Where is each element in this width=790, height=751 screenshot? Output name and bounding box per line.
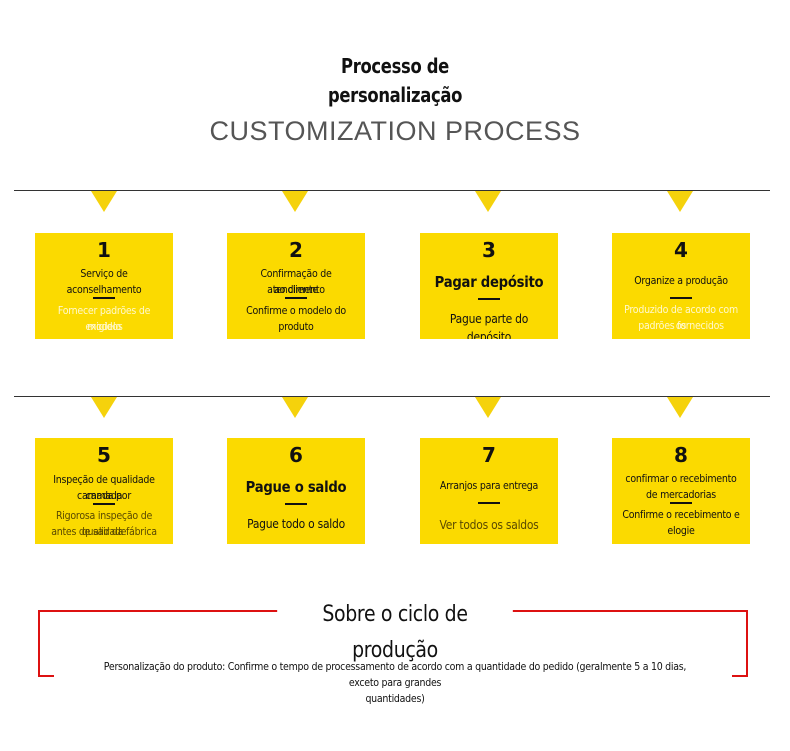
page-title-en: CUSTOMIZATION PROCESS [209,116,581,146]
row1-arrow-3 [475,191,501,212]
step-card-6: 6 Pague o saldo Pague todo o saldo [227,438,365,544]
step-underline [478,298,500,300]
step-card-5: 5 Inspeção de qualidade camada por camad… [35,438,173,544]
cycle-text-line2: quantidades) [365,693,425,705]
step-underline [285,297,307,299]
step-title-line2: camada [85,489,123,502]
row2-arrow-8 [667,397,693,418]
step-number: 6 [289,443,303,467]
step-title-line2: ao cliente [274,283,318,296]
step-title-line2: aconselhamento [66,283,142,296]
step-desc-line1: Confirme o modelo do [246,304,346,317]
cycle-text: Personalização do produto: Confirme o te… [103,659,688,707]
step-card-7: 7 Arranjos para entrega Ver todos os sal… [420,438,558,544]
row2-arrow-7 [475,397,501,418]
step-underline [93,503,115,505]
step-desc-line2: produto [278,320,314,333]
step-desc-line1: Rigorosa inspeção de qualidade [55,509,153,538]
step-card-2: 2 Confirmação de atendimento ao cliente … [227,233,365,339]
step-desc-line2: antes de sair da fábrica [51,525,157,538]
row2-arrow-6 [282,397,308,418]
step-number: 2 [289,238,303,262]
step-number: 4 [674,238,688,262]
title-pt-line1: Processo de [341,54,449,78]
step-underline [670,502,692,504]
step-number: 8 [674,443,688,467]
step-desc-line2: elogie [667,524,695,537]
row2-arrow-5 [91,397,117,418]
step-title-line1: confirmar o recebimento [625,472,737,485]
row2-divider [14,396,770,397]
row1-arrow-4 [667,191,693,212]
step-underline [478,502,500,504]
step-desc-line1: Pague parte do depósito [449,311,529,339]
step-number: 7 [482,443,496,467]
title-pt-line2: personalização [327,83,463,107]
step-title-line1: Confirmação de atendimento [260,267,332,296]
step-underline [93,297,115,299]
row1-arrow-2 [282,191,308,212]
step-title-line1: Pague o saldo [245,478,347,496]
step-desc-line1: Pague todo o saldo [247,516,345,531]
cycle-title: Sobre o ciclo de produção [277,597,513,669]
page-title-pt: Processo de personalização [71,52,719,110]
step-title-line2: de mercadorias [646,488,716,501]
step-number: 3 [482,238,496,262]
step-desc-line1: Ver todos os saldos [439,517,539,532]
frame-corner-left [38,675,54,677]
step-title-line1: Pagar depósito [434,273,544,291]
step-underline [285,503,307,505]
step-card-4: 4 Organize a produção Produzido de acord… [612,233,750,339]
step-card-8: 8 confirmar o recebimento de mercadorias… [612,438,750,544]
row1-divider [14,190,770,191]
cycle-text-line1: Personalização do produto: Confirme o te… [103,661,687,689]
row1-arrow-1 [91,191,117,212]
step-underline [670,297,692,299]
step-number: 5 [97,443,111,467]
step-desc-line2: exigidos [85,320,123,333]
step-desc-line1: Confirme o recebimento e [622,508,740,521]
step-title-line1: Inspeção de qualidade camada por [53,473,155,502]
step-title-line1: Organize a produção [634,274,728,287]
step-title-line1: Arranjos para entrega [439,479,539,492]
step-title-line1: Serviço de [80,267,128,280]
step-desc-line1: Produzido de acordo com os [624,303,738,332]
step-desc-line2: padrões fornecidos [638,319,724,332]
step-card-3: 3 Pagar depósito Pague parte do depósito [420,233,558,339]
step-card-1: 1 Serviço de aconselhamento Fornecer pad… [35,233,173,339]
step-desc-line1: Fornecer padrões de modelo [57,304,151,333]
frame-corner-right [732,675,748,677]
step-number: 1 [97,238,111,262]
